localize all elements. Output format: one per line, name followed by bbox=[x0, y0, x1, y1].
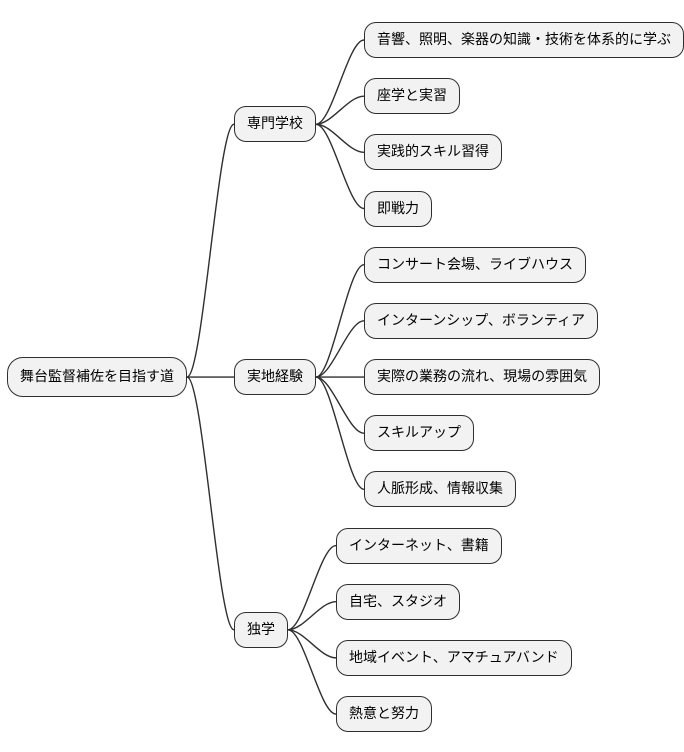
edge-connector bbox=[287, 629, 337, 659]
edge-connector bbox=[287, 601, 337, 631]
branch-node-1[interactable]: 実地経験 bbox=[234, 359, 316, 396]
edge-connector bbox=[315, 123, 365, 154]
edge-connector bbox=[315, 376, 365, 491]
leaf-node-2-1[interactable]: 自宅、スタジオ bbox=[336, 583, 460, 620]
mindmap-root-node[interactable]: 舞台監督補佐を目指す道 bbox=[7, 357, 187, 398]
edge-connector bbox=[186, 123, 235, 378]
leaf-node-1-3[interactable]: スキルアップ bbox=[364, 415, 474, 452]
edge-connector bbox=[315, 376, 365, 434]
edge-connector bbox=[315, 320, 365, 378]
edge-connector bbox=[186, 376, 235, 631]
leaf-node-0-2[interactable]: 実践的スキル習得 bbox=[364, 134, 502, 171]
leaf-node-2-2[interactable]: 地域イベント、アマチュアバンド bbox=[336, 639, 572, 676]
edge-connector bbox=[315, 263, 365, 378]
edge-connector bbox=[287, 544, 337, 631]
leaf-node-2-3[interactable]: 熱意と努力 bbox=[336, 696, 432, 733]
edge-connector bbox=[315, 39, 365, 125]
leaf-node-0-3[interactable]: 即戦力 bbox=[364, 190, 432, 227]
leaf-node-1-0[interactable]: コンサート会場、ライブハウス bbox=[364, 246, 586, 283]
leaf-node-1-1[interactable]: インターンシップ、ボランティア bbox=[364, 302, 599, 339]
edge-connector bbox=[315, 95, 365, 125]
leaf-node-0-0[interactable]: 音響、照明、楽器の知識・技術を体系的に学ぶ bbox=[364, 22, 684, 58]
branch-node-2[interactable]: 独学 bbox=[234, 611, 288, 648]
leaf-node-2-0[interactable]: インターネット、書籍 bbox=[336, 527, 502, 564]
edge-connector bbox=[287, 629, 337, 715]
leaf-node-1-4[interactable]: 人脈形成、情報収集 bbox=[364, 471, 516, 508]
leaf-node-1-2[interactable]: 実際の業務の流れ、現場の雰囲気 bbox=[364, 359, 601, 396]
edge-connector bbox=[315, 123, 365, 210]
leaf-node-0-1[interactable]: 座学と実習 bbox=[364, 78, 460, 115]
branch-node-0[interactable]: 専門学校 bbox=[234, 106, 316, 143]
